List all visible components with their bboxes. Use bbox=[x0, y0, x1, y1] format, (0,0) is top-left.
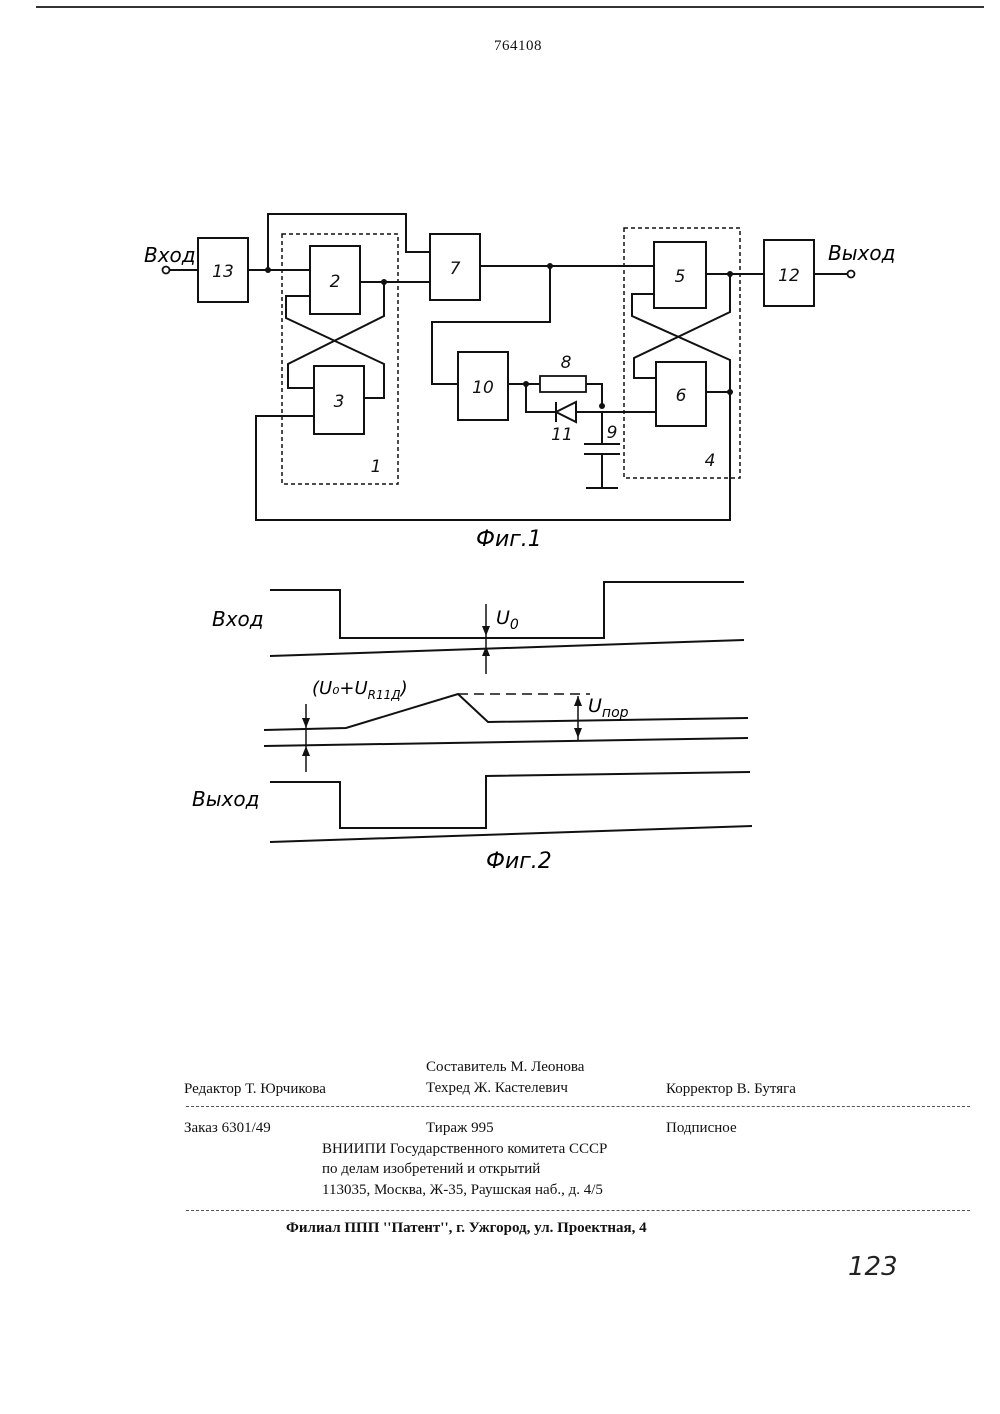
block-12-label: 12 bbox=[778, 266, 800, 286]
input-baseline bbox=[270, 640, 744, 656]
org-line-2: по делам изобретений и открытий bbox=[322, 1161, 540, 1178]
editor: Редактор Т. Юрчикова bbox=[184, 1081, 326, 1098]
handwritten-note: 123 bbox=[848, 1252, 898, 1282]
sum-label-subscript: R11Д bbox=[368, 688, 401, 702]
output-waveform bbox=[270, 772, 750, 828]
branch: Филиал ППП ''Патент'', г. Ужгород, ул. П… bbox=[286, 1220, 647, 1237]
capacitor-waveform bbox=[264, 694, 748, 730]
techred: Техред Ж. Кастелевич bbox=[426, 1080, 568, 1097]
output-terminal bbox=[848, 271, 855, 278]
separator-bottom bbox=[186, 1210, 970, 1211]
u0-label: U0 bbox=[496, 607, 519, 633]
diode-11 bbox=[556, 402, 576, 422]
block-13-label: 13 bbox=[212, 262, 234, 282]
circulation: Тираж 995 bbox=[426, 1120, 494, 1137]
capacitor-baseline bbox=[264, 738, 748, 746]
group-4-label: 4 bbox=[705, 451, 716, 471]
fig1-diagram bbox=[168, 214, 848, 520]
fig2-input-label: Вход bbox=[212, 607, 264, 631]
separator-top bbox=[186, 1106, 970, 1107]
fig2-caption: Фиг.2 bbox=[486, 849, 552, 874]
u0-symbol: U bbox=[496, 607, 510, 629]
order: Заказ 6301/49 bbox=[184, 1120, 271, 1137]
resistor-8 bbox=[540, 376, 586, 392]
diode-11-label: 11 bbox=[551, 425, 573, 445]
corrector: Корректор В. Бутяга bbox=[666, 1081, 796, 1098]
fig1-caption: Фиг.1 bbox=[476, 527, 542, 552]
fig1-input-label: Вход bbox=[144, 243, 196, 267]
resistor-8-label: 8 bbox=[561, 353, 572, 373]
input-terminal bbox=[163, 267, 170, 274]
subscription: Подписное bbox=[666, 1120, 737, 1137]
org-line-1: ВНИИПИ Государственного комитета СССР bbox=[322, 1141, 607, 1158]
block-5-label: 5 bbox=[675, 267, 686, 287]
capacitor-9-label: 9 bbox=[607, 423, 618, 443]
block-3-label: 3 bbox=[334, 392, 345, 412]
upor-label: Uпор bbox=[588, 695, 629, 721]
fig1-output-label: Выход bbox=[828, 241, 895, 265]
upor-subscript: пор bbox=[602, 705, 629, 721]
block-6-label: 6 bbox=[676, 386, 687, 406]
block-7-label: 7 bbox=[450, 259, 461, 279]
u0-subscript: 0 bbox=[510, 617, 519, 633]
block-2-label: 2 bbox=[330, 272, 341, 292]
group-1-label: 1 bbox=[371, 457, 382, 477]
fig2-output-label: Выход bbox=[192, 787, 259, 811]
sum-label-main: (U₀+U bbox=[312, 678, 368, 699]
block-10-label: 10 bbox=[472, 378, 494, 398]
compiler: Составитель М. Леонова bbox=[426, 1059, 584, 1076]
sum-label-close: ) bbox=[399, 678, 408, 699]
sum-label: (U₀+UR11Д) bbox=[312, 678, 408, 702]
address: 113035, Москва, Ж-35, Раушская наб., д. … bbox=[322, 1182, 603, 1199]
upor-symbol: U bbox=[588, 695, 602, 717]
